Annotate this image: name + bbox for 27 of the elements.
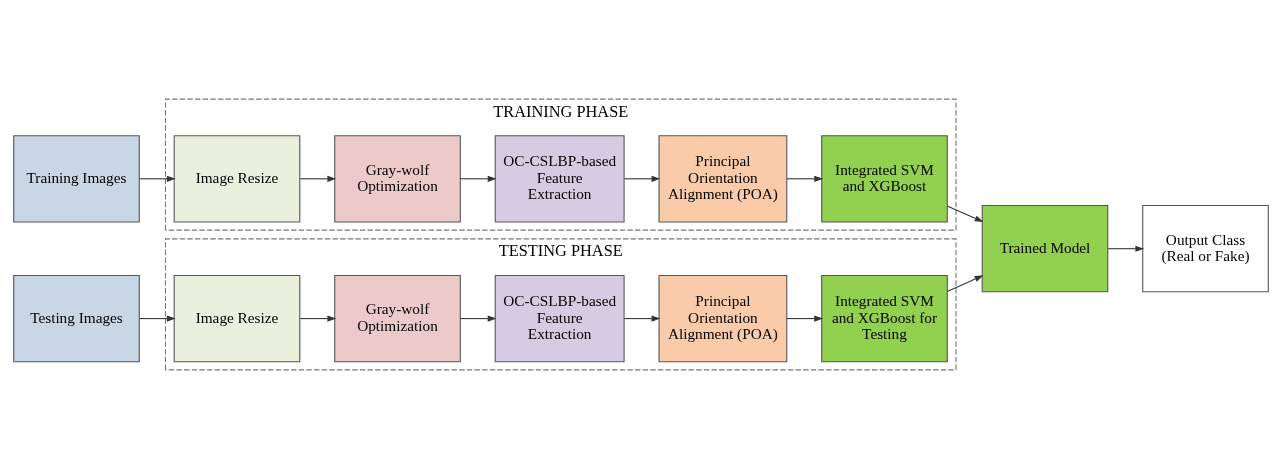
node-box: Gray-wolf Optimization — [334, 274, 461, 362]
node-box: Integrated SVM and XGBoost — [821, 134, 948, 222]
arrow — [1107, 245, 1145, 252]
arrow — [786, 175, 823, 182]
arrow — [623, 175, 661, 182]
node-box: Testing Images — [13, 274, 140, 362]
node-box: Integrated SVM and XGBoost for Testing — [821, 274, 948, 362]
arrow — [459, 175, 497, 182]
arrow — [947, 274, 984, 292]
arrow — [459, 315, 497, 322]
arrow — [299, 315, 337, 322]
arrow — [947, 205, 984, 222]
node-box: Principal Orientation Alignment (POA) — [658, 134, 788, 222]
arrow — [623, 315, 661, 322]
node-box: Principal Orientation Alignment (POA) — [658, 274, 788, 362]
node-box: OC-CSLBP-based Feature Extraction — [494, 134, 625, 222]
arrow — [139, 315, 176, 322]
arrow — [299, 175, 337, 182]
node-box: Image Resize — [173, 274, 301, 362]
arrow — [139, 175, 176, 182]
arrow — [786, 315, 823, 322]
node-box: Gray-wolf Optimization — [334, 134, 461, 222]
node-box: Output Class (Real or Fake) — [1142, 204, 1269, 292]
node-box: Trained Model — [981, 204, 1109, 292]
node-box: Image Resize — [173, 134, 301, 222]
node-box: Training Images — [13, 134, 140, 222]
node-box: OC-CSLBP-based Feature Extraction — [494, 274, 625, 362]
